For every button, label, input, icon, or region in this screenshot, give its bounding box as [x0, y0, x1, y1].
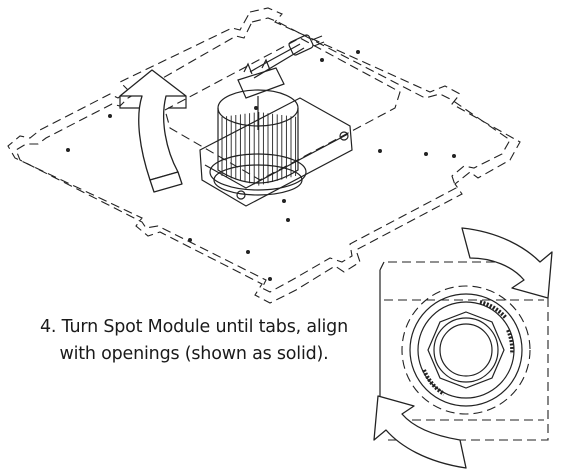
mounting-plate — [7, 7, 521, 304]
spot-module — [209, 58, 307, 196]
rotate-counterclockwise-arrow-icon — [373, 395, 467, 469]
caption-line-2: with openings (shown as solid). — [59, 344, 329, 364]
rotate-clockwise-arrow-icon — [461, 227, 553, 299]
power-cable — [249, 34, 325, 79]
instruction-caption: 4. Turn Spot Module until tabs, align wi… — [8, 314, 380, 368]
caption-line-1: 4. Turn Spot Module until tabs, align — [40, 317, 348, 337]
curved-up-arrow-icon — [119, 69, 187, 193]
rotation-inset — [379, 261, 549, 441]
